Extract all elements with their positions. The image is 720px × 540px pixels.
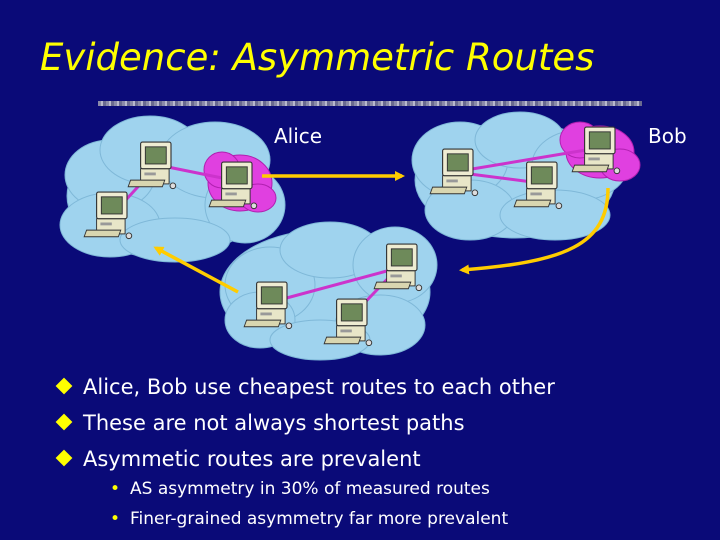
bullet-list: Alice, Bob use cheapest routes to each o… [55,372,555,480]
bullet-text: Asymmetic routes are prevalent [83,447,421,471]
route-arrow-bob-to-alice [459,187,610,275]
sub-bullet-dot-icon: • [110,479,121,499]
bullet-text: These are not always shortest paths [83,411,465,435]
bullet-diamond-icon [55,449,73,467]
bullet-item: These are not always shortest paths [55,408,555,444]
sub-bullet-item: • AS asymmetry in 30% of measured routes [110,478,508,508]
sub-bullet-list: •AS asymmetry in 30% of measured routes … [110,478,508,538]
route-arrow-return-to-left [153,246,239,294]
bullet-diamond-icon [55,413,73,431]
slide-title: Evidence: Asymmetric Routes [40,36,595,79]
bullet-text: Alice, Bob use cheapest routes to each o… [83,375,555,399]
sub-bullet-text: Finer-grained asymmetry far more prevale… [130,509,509,529]
bullet-diamond-icon [55,377,73,395]
sub-bullet-item: • Finer-grained asymmetry far more preval… [110,508,508,538]
bullet-item: Asymmetic routes are prevalent [55,444,555,480]
sub-bullet-dot-icon: • [110,509,121,529]
sub-bullet-text: AS asymmetry in 30% of measured routes [130,479,490,499]
bullet-item: Alice, Bob use cheapest routes to each o… [55,372,555,408]
bob-label: Bob [648,124,687,148]
title-divider [98,101,642,106]
alice-label: Alice [274,124,323,148]
route-arrows [153,171,610,294]
